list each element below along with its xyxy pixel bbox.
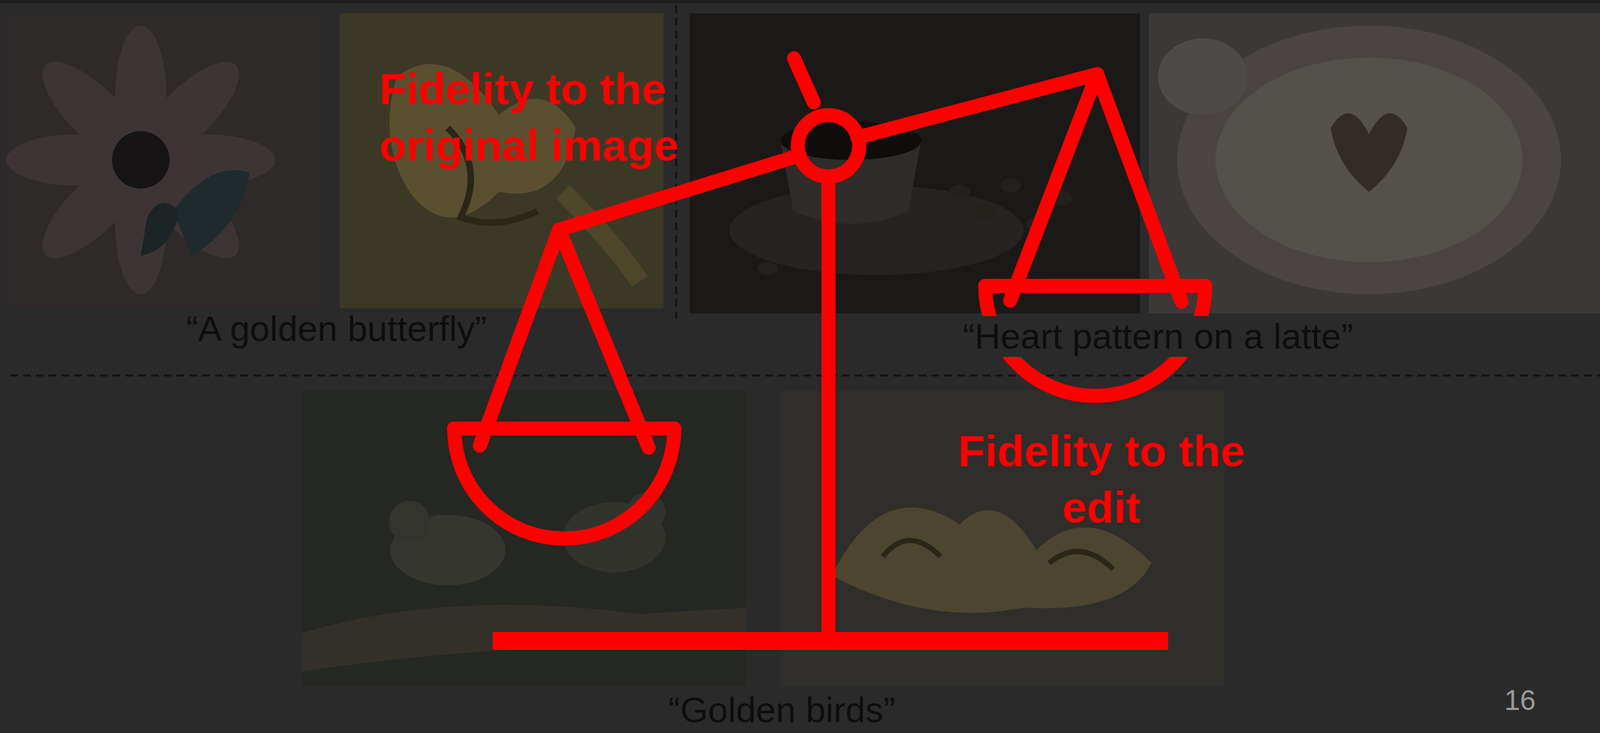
scale-label: Fidelity to the original image [379,61,764,175]
page-number: 16 [1504,684,1537,717]
image-caption: “Golden birds” [664,689,900,731]
image-caption: “A golden butterfly” [182,308,491,350]
flower-photo [3,13,325,309]
scale-label: Fidelity to the edit [928,423,1275,537]
latte-photo [1148,13,1600,314]
image-caption: “Heart pattern on a latte” [958,316,1357,357]
